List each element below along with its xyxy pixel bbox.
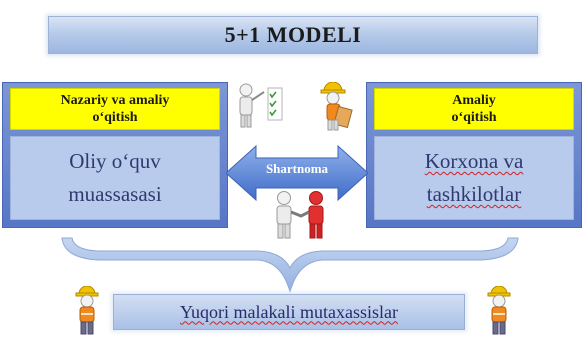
left-body-line1: Oliy o‘quv — [69, 149, 161, 173]
right-header-line2: o‘qitish — [451, 110, 497, 125]
teacher-checklist-icon — [239, 83, 283, 128]
left-panel-body: Oliy o‘quv muassasasi — [10, 136, 220, 220]
right-body-line2: tashkilotlar — [426, 182, 522, 206]
construction-worker-icon — [75, 286, 99, 335]
construction-worker-icon — [487, 286, 511, 335]
left-panel-header: Nazariy va amaliy o‘qitish — [10, 88, 220, 130]
right-header-line1: Amaliy — [452, 93, 496, 108]
arrow-label: Shartnoma — [265, 161, 329, 176]
result-label: Yuqori malakali mutaxassislar — [180, 301, 398, 322]
left-header-line2: o‘qitish — [92, 110, 138, 125]
double-arrow-icon — [226, 144, 368, 202]
right-panel-header: Amaliy o‘qitish — [374, 88, 574, 130]
right-body-line1: Korxona va — [424, 149, 524, 173]
worker-writing-icon — [320, 82, 353, 131]
page-title: 5+1 MODELI — [48, 16, 538, 54]
handshake-icon — [276, 191, 324, 239]
left-body-line2: muassasasi — [68, 182, 162, 206]
result-box: Yuqori malakali mutaxassislar — [113, 294, 465, 330]
brace-shape — [61, 237, 519, 294]
title-text: 5+1 MODELI — [224, 22, 362, 47]
right-panel-body: Korxona va tashkilotlar — [374, 136, 574, 220]
left-header-line1: Nazariy va amaliy — [60, 93, 170, 108]
